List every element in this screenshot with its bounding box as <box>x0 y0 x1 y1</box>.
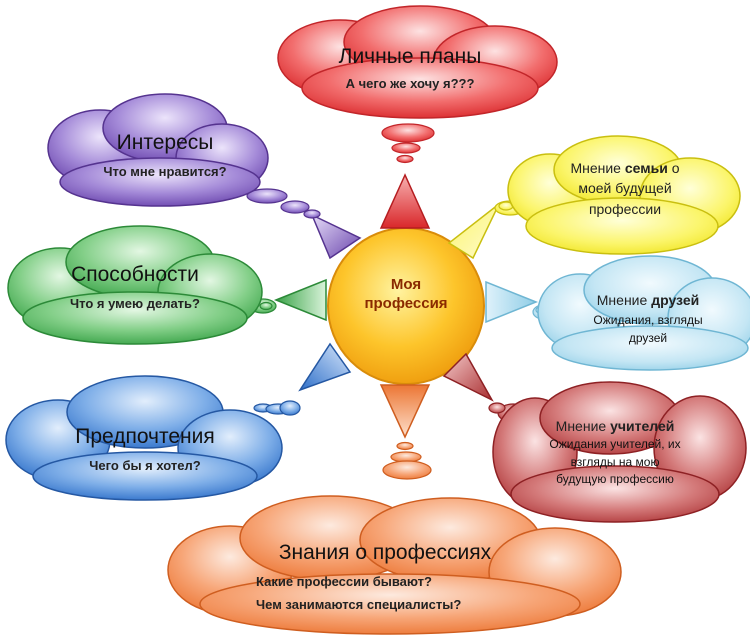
preferences-title: Предпочтения <box>75 425 215 448</box>
teachers-line3: взгляды на мою <box>570 454 660 469</box>
cloud-abilities <box>7 225 263 345</box>
teachers-line2: Ожидания учителей, их <box>549 437 681 452</box>
friends-bold: друзей <box>651 292 700 308</box>
arrow-interests <box>310 213 362 260</box>
friends-pre: Мнение <box>596 292 652 308</box>
center-line1: Моя <box>390 276 422 293</box>
arrow-family <box>447 203 500 260</box>
abilities-subtitle: Что я умею делать? <box>70 296 200 312</box>
arrow-abilities <box>273 278 327 322</box>
arrow-knowledge <box>379 384 431 439</box>
interests-subtitle: Что мне нравится? <box>103 164 227 180</box>
preferences-text: Предпочтения Чего бы я хотел? <box>40 424 250 475</box>
cloud-knowledge <box>167 495 622 635</box>
bubbles-preferences <box>253 400 301 416</box>
family-text: Мнение семьи о моей будущей профессии <box>540 158 710 219</box>
teachers-pre: Мнение <box>555 418 611 434</box>
friends-text: Мнение друзей Ожидания, взгляды друзей <box>568 290 728 347</box>
family-line3: профессии <box>588 200 662 217</box>
knowledge-text: Знания о профессиях Какие профессии быва… <box>230 540 540 613</box>
teachers-line1: Мнение учителей <box>520 416 710 436</box>
interests-text: Интересы Что мне нравится? <box>70 130 260 181</box>
cloud-friends <box>537 255 750 371</box>
cloud-family <box>507 135 741 255</box>
bubbles-interests <box>246 188 321 219</box>
plans-title: Личные планы <box>338 45 482 68</box>
arrow-friends <box>485 280 539 324</box>
bubbles-plans <box>381 123 435 164</box>
cloud-plans <box>277 5 558 119</box>
interests-title: Интересы <box>116 131 214 154</box>
center-label: Моя профессия <box>356 276 456 314</box>
plans-text: Личные планы А чего же хочу я??? <box>300 44 520 93</box>
knowledge-line1: Какие профессии бывают? <box>256 574 432 590</box>
cloud-preferences <box>5 375 283 501</box>
friends-line3: друзей <box>628 331 668 345</box>
teachers-text: Мнение учителей Ожидания учителей, их вз… <box>520 416 710 488</box>
bubbles-knowledge <box>382 441 432 480</box>
cloud-interests <box>47 93 269 207</box>
teachers-line4: будущую профессию <box>556 472 674 487</box>
plans-subtitle: А чего же хочу я??? <box>345 76 475 92</box>
cloud-teachers <box>492 381 747 523</box>
arrow-teachers <box>442 352 494 402</box>
abilities-text: Способности Что я умею делать? <box>35 262 235 313</box>
knowledge-line2: Чем занимаются специалисты? <box>256 596 462 612</box>
preferences-subtitle: Чего бы я хотел? <box>89 458 201 474</box>
center-line2: профессия <box>364 294 448 312</box>
abilities-title: Способности <box>71 263 199 286</box>
knowledge-title: Знания о профессиях <box>278 541 492 564</box>
arrow-plans <box>379 173 431 229</box>
family-bold: семьи <box>624 160 668 176</box>
arrow-preferences <box>298 342 352 392</box>
teachers-bold: учителей <box>610 418 675 434</box>
family-pre: Мнение <box>570 160 625 176</box>
family-line2: моей будущей <box>578 180 672 197</box>
family-line1: Мнение семьи о <box>540 158 710 178</box>
friends-line2: Ожидания, взгляды <box>593 313 703 327</box>
family-post: о <box>667 160 680 176</box>
friends-line1: Мнение друзей <box>568 290 728 311</box>
